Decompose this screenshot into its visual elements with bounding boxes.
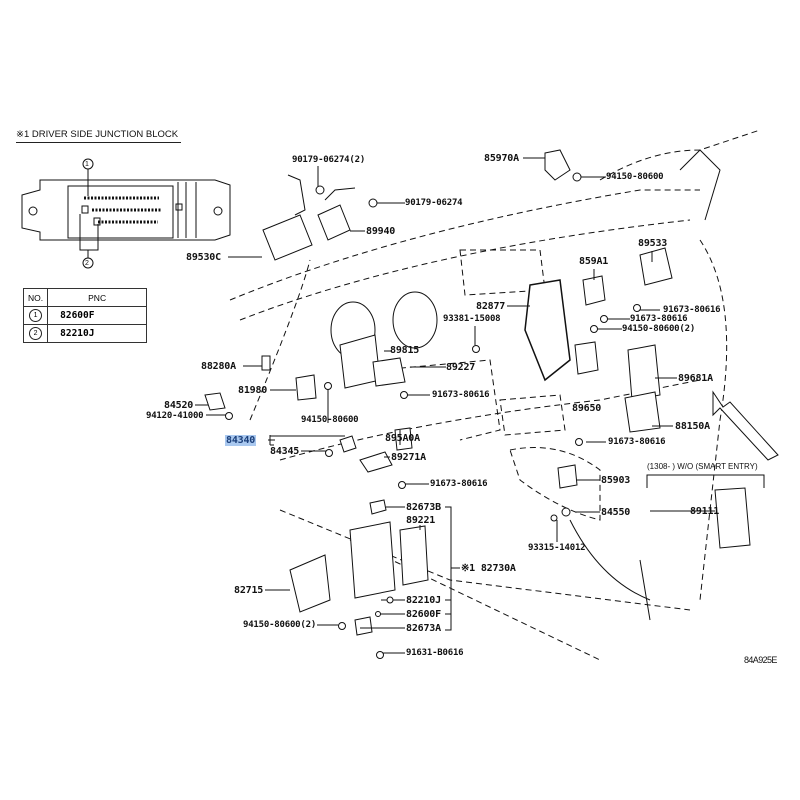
part-label-82673A[interactable]: 82673A bbox=[406, 623, 441, 634]
smart-entry-note: (1308- ) W/O (SMART ENTRY) bbox=[647, 462, 758, 471]
part-label-82673B[interactable]: 82673B bbox=[406, 502, 441, 513]
illustration-code: 84A925E bbox=[744, 655, 777, 665]
part-label-93315-14012[interactable]: 93315-14012 bbox=[528, 543, 586, 553]
part-label-82210J[interactable]: 82210J bbox=[406, 595, 441, 606]
part-label-88150A[interactable]: 88150A bbox=[675, 421, 710, 432]
part-label-91673-80616-d[interactable]: 91673-80616 bbox=[608, 437, 666, 447]
part-label-89940[interactable]: 89940 bbox=[366, 226, 396, 237]
pnc-value[interactable]: 82600F bbox=[47, 306, 148, 325]
part-label-94150-80600-2-left[interactable]: 94150-80600(2) bbox=[243, 620, 317, 630]
part-label-91673-80616-c[interactable]: 91673-80616 bbox=[432, 390, 490, 400]
part-label-85903[interactable]: 85903 bbox=[601, 475, 631, 486]
header-no: NO. bbox=[22, 288, 49, 307]
part-label-84550[interactable]: 84550 bbox=[601, 507, 631, 518]
part-label-82715[interactable]: 82715 bbox=[234, 585, 264, 596]
table-header-row: NO. PNC bbox=[22, 288, 148, 307]
component-shapes bbox=[204, 149, 751, 636]
part-label-88280A[interactable]: 88280A bbox=[201, 361, 236, 372]
part-label-859A1[interactable]: 859A1 bbox=[579, 256, 609, 267]
part-label-91673-80616-b[interactable]: 91673-80616 bbox=[630, 314, 688, 324]
leader-lines bbox=[195, 157, 765, 654]
table-row: 2 82210J bbox=[22, 324, 148, 343]
callout-number: 1 bbox=[29, 309, 43, 322]
part-label-82600F[interactable]: 82600F bbox=[406, 609, 441, 620]
part-label-93381-15008[interactable]: 93381-15008 bbox=[443, 314, 501, 324]
part-label-94150-80600-mid[interactable]: 94150-80600 bbox=[301, 415, 359, 425]
part-label-90179-06274[interactable]: 90179-06274 bbox=[405, 198, 463, 208]
part-label-89815[interactable]: 89815 bbox=[390, 345, 420, 356]
pnc-value[interactable]: 82210J bbox=[47, 324, 148, 343]
part-label-85970A[interactable]: 85970A bbox=[484, 153, 519, 164]
callout-1: 1 bbox=[85, 161, 89, 168]
part-label-89221[interactable]: 89221 bbox=[406, 515, 436, 526]
part-label-89681A[interactable]: 89681A bbox=[678, 373, 713, 384]
direction-arrow bbox=[712, 390, 779, 461]
part-label-84340-highlighted[interactable]: 84340 bbox=[225, 435, 257, 446]
part-label-89227[interactable]: 89227 bbox=[446, 362, 476, 373]
part-label-94120-41000[interactable]: 94120-41000 bbox=[146, 411, 204, 421]
part-label-89271A[interactable]: 89271A bbox=[391, 452, 426, 463]
part-label-89111[interactable]: 89111 bbox=[690, 506, 720, 517]
callout-2: 2 bbox=[85, 260, 89, 267]
part-label-91673-80616-a[interactable]: 91673-80616 bbox=[663, 305, 721, 315]
part-label-89533[interactable]: 89533 bbox=[638, 238, 668, 249]
junction-block-pnc-table: NO. PNC 1 82600F 2 82210J bbox=[22, 288, 148, 343]
header-pnc: PNC bbox=[47, 288, 148, 307]
junction-block-title: ※1 DRIVER SIDE JUNCTION BLOCK bbox=[16, 129, 181, 143]
callout-number: 2 bbox=[29, 327, 43, 340]
part-label-89530C[interactable]: 89530C bbox=[186, 252, 221, 263]
part-label-90179-06274-2[interactable]: 90179-06274(2) bbox=[292, 155, 366, 165]
part-label-94150-80600-2-right[interactable]: 94150-80600(2) bbox=[622, 324, 696, 334]
part-label-84345[interactable]: 84345 bbox=[270, 446, 300, 457]
part-label-94150-80600-top[interactable]: 94150-80600 bbox=[606, 172, 664, 182]
table-row: 1 82600F bbox=[22, 306, 148, 325]
fasteners bbox=[225, 172, 641, 659]
part-label-89650[interactable]: 89650 bbox=[572, 403, 602, 414]
part-label-895A0A[interactable]: 895A0A bbox=[385, 433, 420, 444]
part-label-91673-80616-e[interactable]: 91673-80616 bbox=[430, 479, 488, 489]
part-label-82730A[interactable]: ※1 82730A bbox=[461, 563, 516, 574]
part-label-82877[interactable]: 82877 bbox=[476, 301, 506, 312]
part-label-84520[interactable]: 84520 bbox=[164, 400, 194, 411]
part-label-91631-B0616[interactable]: 91631-B0616 bbox=[406, 648, 464, 658]
part-label-81980[interactable]: 81980 bbox=[238, 385, 268, 396]
junction-block-drawing bbox=[21, 158, 231, 269]
